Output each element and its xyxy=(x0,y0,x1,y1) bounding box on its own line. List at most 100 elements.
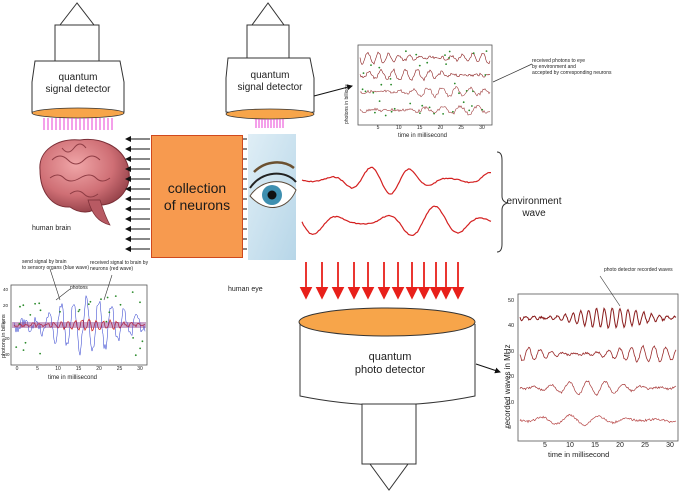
photon-dot xyxy=(472,52,475,55)
photon-dot xyxy=(362,72,365,74)
photon-dot xyxy=(465,90,468,92)
photon-dot xyxy=(418,64,421,67)
received-photons-chart xyxy=(357,44,493,126)
photon-dot xyxy=(106,296,109,299)
tick-label: 25 xyxy=(458,125,464,131)
photon-dot xyxy=(390,110,393,113)
photon-dot xyxy=(22,304,25,307)
photon-dot xyxy=(29,314,32,316)
right-chart-xlabel: time in millisecond xyxy=(548,450,610,459)
photon-dot xyxy=(15,346,18,348)
left-chart-callout-red xyxy=(103,274,113,301)
tick-label: 15 xyxy=(591,442,599,449)
photon-dot xyxy=(39,309,42,312)
tick-label: 50 xyxy=(508,298,515,304)
photon-dot xyxy=(384,114,387,117)
photon-dot xyxy=(452,110,454,113)
right-chart-ylabel: recorded waves in MHz xyxy=(503,344,512,428)
tick-label: 5 xyxy=(543,442,547,449)
blue-wave xyxy=(13,295,146,356)
tick-label: 40 xyxy=(508,323,515,330)
photon-dot xyxy=(405,50,407,53)
tick-label: 10 xyxy=(396,125,402,131)
photon-dot xyxy=(370,64,372,66)
photon-dot xyxy=(87,303,90,306)
environment-wave-lines xyxy=(301,166,492,237)
tick-label: 20 xyxy=(3,303,9,309)
photon-dot xyxy=(22,349,25,351)
photon-dot xyxy=(389,78,392,80)
photon-dot xyxy=(468,109,471,112)
photon-dot xyxy=(132,337,135,339)
photon-dot xyxy=(415,53,418,56)
tick-label: 20 xyxy=(616,442,624,449)
photon-dot xyxy=(374,111,376,114)
tick-label: 40 xyxy=(3,287,9,292)
mid-signal-detector xyxy=(225,2,315,120)
photon-dot xyxy=(442,113,444,115)
recorded-wave xyxy=(519,344,677,363)
photon-dot xyxy=(448,50,451,53)
photon-dot xyxy=(380,83,383,86)
photon-dot xyxy=(421,104,424,107)
photon-dot xyxy=(448,57,450,59)
tick-label: 20 xyxy=(96,366,102,372)
left-chart-callout-blue xyxy=(49,268,61,301)
photon-dot xyxy=(484,74,487,76)
photon-dot xyxy=(39,352,41,355)
center-band xyxy=(12,322,146,328)
tick-label: 30 xyxy=(479,125,485,131)
photon-dot xyxy=(134,354,137,357)
left-signal-detector xyxy=(31,2,125,119)
photon-dot xyxy=(59,310,61,313)
tick-label: 20 xyxy=(508,374,515,381)
brain-label: human brain xyxy=(32,225,71,232)
environment-wave-1 xyxy=(301,166,491,195)
photon-dot xyxy=(361,88,364,91)
photon-dot xyxy=(419,112,421,114)
photon-dot xyxy=(38,302,41,305)
photon-dot xyxy=(458,92,460,95)
photon-dot xyxy=(426,61,429,64)
photon-dot xyxy=(141,340,144,343)
photon-dot xyxy=(390,83,392,86)
tick-label: 15 xyxy=(75,366,82,372)
photon-dot xyxy=(462,101,465,104)
mid-detector-signal-lines xyxy=(255,119,284,128)
top-chart-xlabel: time in millisecond xyxy=(398,133,448,139)
photon-dot xyxy=(378,66,381,69)
photon-dot xyxy=(364,90,367,93)
environment-wave-brace xyxy=(496,151,509,253)
photon-dot xyxy=(453,82,456,85)
photon-dot xyxy=(428,106,431,109)
photon-dot xyxy=(409,102,412,105)
tick-label: -20 xyxy=(3,335,10,341)
tick-label: 0 xyxy=(3,319,6,325)
photon-dot xyxy=(77,310,80,313)
photon-dot xyxy=(139,347,142,350)
top-chart-series xyxy=(359,68,491,82)
top-chart-series xyxy=(359,104,491,116)
recorded-waves-chart xyxy=(517,293,679,442)
photon-dot xyxy=(372,91,375,94)
photon-dot xyxy=(393,107,396,110)
photon-dot xyxy=(378,100,381,102)
tick-label: 10 xyxy=(55,366,61,372)
photon-dot xyxy=(445,63,447,65)
photon-dot xyxy=(472,90,474,93)
photon-dot xyxy=(108,311,111,314)
photon-dot xyxy=(131,291,134,293)
top-chart-ylabel: photons in billions xyxy=(344,84,350,124)
left-chart-xlabel: time in millisecond xyxy=(48,375,98,381)
eye-label: human eye xyxy=(228,286,263,293)
tick-label: 30 xyxy=(137,366,143,372)
tick-label: 15 xyxy=(416,125,423,131)
photon-dot xyxy=(78,308,81,311)
photon-dot xyxy=(481,108,484,111)
